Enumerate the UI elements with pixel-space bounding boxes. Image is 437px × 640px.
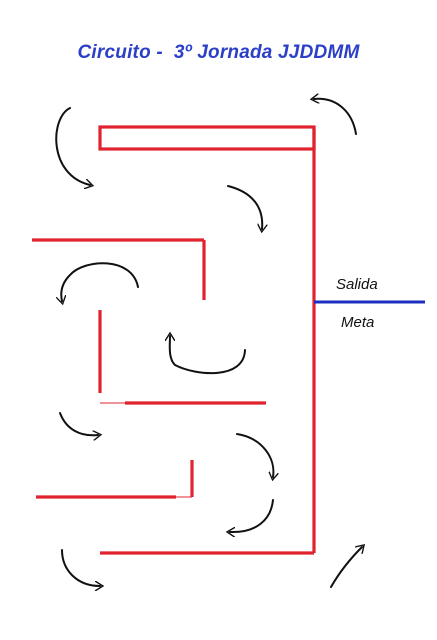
curved-arrow-icon bbox=[55, 107, 90, 185]
start-label: Salida bbox=[336, 276, 378, 293]
top-box-wall bbox=[98, 125, 316, 151]
curved-arrow-icon bbox=[230, 499, 274, 532]
curved-arrow-icon bbox=[61, 262, 139, 301]
curved-arrow-icon bbox=[236, 433, 273, 477]
diagram-title: Circuito - 3º Jornada JJDDMM bbox=[77, 42, 360, 63]
circuit-walls bbox=[32, 125, 316, 555]
curved-arrow-icon bbox=[330, 547, 362, 588]
curved-arrow-icon bbox=[314, 99, 357, 135]
curved-arrow-icon bbox=[59, 412, 98, 435]
finish-label: Meta bbox=[341, 314, 375, 331]
curved-arrow-icon bbox=[61, 549, 100, 586]
curved-arrow-icon bbox=[227, 185, 262, 229]
curved-arrow-icon bbox=[170, 336, 246, 375]
